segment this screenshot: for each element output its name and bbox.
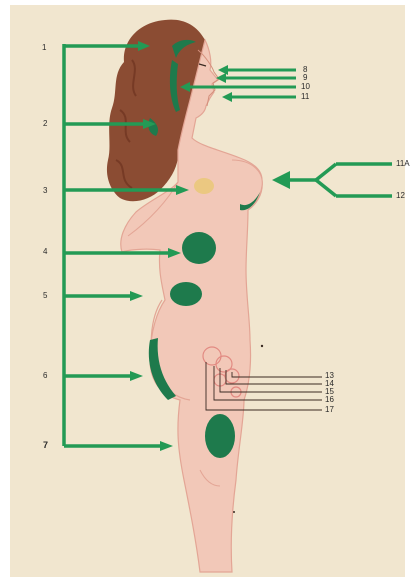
label-11: 11 [301,93,309,101]
zone-thigh [205,414,235,458]
zone-hip [170,282,202,306]
label-11a: 11A [396,160,410,168]
label-6: 6 [43,372,47,380]
label-4: 4 [43,248,47,256]
label-5: 5 [43,292,47,300]
zone-waist [182,232,216,264]
label-1: 1 [42,44,46,52]
axilla-spot [194,178,214,194]
label-2: 2 [43,120,47,128]
label-10: 10 [301,83,310,91]
label-12: 12 [396,192,405,200]
label-16: 16 [325,396,334,404]
speck [261,345,263,347]
speck [233,511,235,513]
label-9: 9 [303,74,307,82]
label-7: 7 [43,441,48,449]
label-17: 17 [325,406,334,414]
label-3: 3 [43,187,47,195]
